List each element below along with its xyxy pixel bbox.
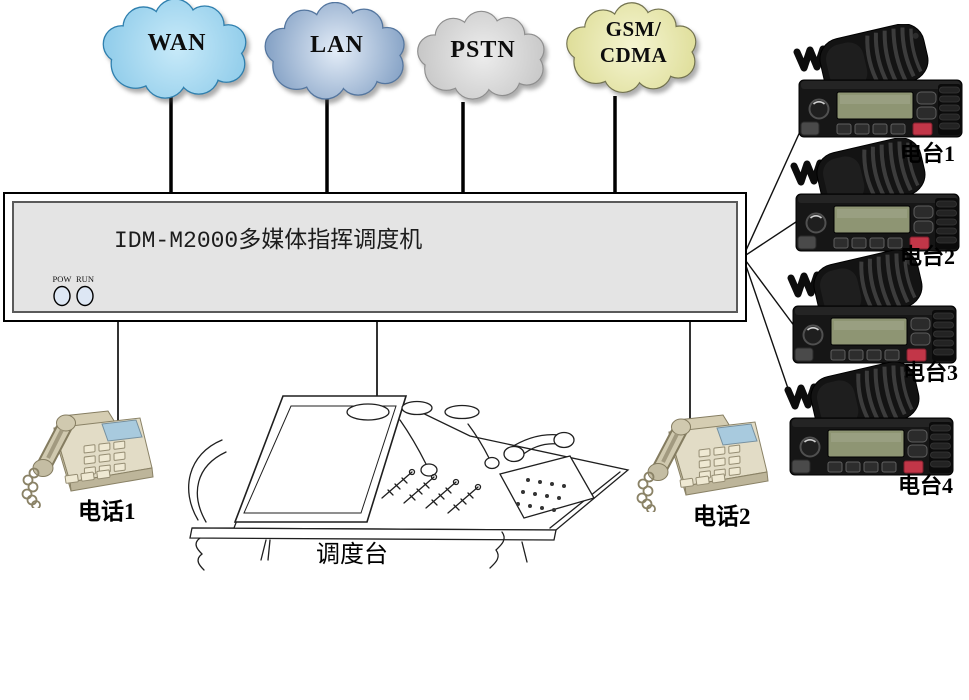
console-armrest-2 (196, 451, 227, 523)
console-armrest-1 (188, 439, 223, 521)
dispatch-unit-front-panel: IDM-M2000多媒体指挥调度机 POW RUN (12, 201, 738, 313)
pow-led (53, 285, 71, 307)
dispatch-console-sketch (188, 395, 630, 571)
console-cable-left (195, 537, 205, 571)
gsm-label-line1: GSM/ (605, 17, 662, 41)
radio-1-unit (797, 24, 962, 137)
pstn-label: PSTN (450, 37, 516, 63)
radio-3-label: 电台3 (903, 360, 959, 385)
console-mic-base-1 (420, 463, 438, 477)
gsm-label-line2: CDMA (599, 43, 668, 68)
radio-2-label: 电台2 (900, 244, 956, 269)
led-indicators: POW RUN (53, 274, 94, 307)
cloud-gsm-cdma: GSM/ CDMA (562, 0, 705, 105)
console-oval-3 (444, 404, 480, 420)
phone-2-label: 电话2 (693, 504, 751, 529)
console-leg-left (260, 539, 271, 561)
gsm-label: GSM/ CDMA (562, 16, 705, 69)
phone-1-label: 电话1 (78, 499, 136, 524)
wan-label: WAN (147, 30, 207, 56)
console-front-edge (189, 527, 557, 541)
console-mic-arm-2 (467, 423, 490, 459)
console-leg-right (521, 541, 528, 563)
cloud-lan: LAN (260, 2, 414, 110)
pow-led-label: POW (53, 274, 72, 284)
radio-1-image (793, 24, 968, 142)
radio-1-label: 电台1 (900, 141, 956, 166)
dispatch-unit: IDM-M2000多媒体指挥调度机 POW RUN (3, 192, 747, 322)
console-screen (233, 395, 408, 523)
run-led-label: RUN (76, 274, 94, 284)
run-led (76, 285, 94, 307)
wire-unit-to-radio2 (742, 215, 806, 258)
wire-unit-to-radio4 (742, 256, 794, 404)
wire-unit-to-radio3 (742, 256, 799, 332)
wire-unit-to-radio1 (742, 124, 804, 258)
radio-1 (793, 24, 968, 142)
lan-label: LAN (310, 32, 364, 58)
console-faders (381, 468, 482, 514)
console-oval-2 (401, 400, 433, 416)
console-keypad-dots (516, 478, 566, 512)
console-tray-oval (346, 403, 390, 421)
console-label: 调度台 (316, 542, 388, 568)
dispatch-unit-title: IDM-M2000多媒体指挥调度机 (114, 228, 423, 254)
console-mic-base-2 (484, 456, 500, 470)
console-handset-phone (499, 431, 595, 519)
console-cable-right (489, 531, 505, 569)
dispatch-console (170, 382, 640, 577)
cloud-pstn: PSTN (413, 10, 553, 110)
cloud-wan: WAN (98, 0, 256, 108)
console-mic-arm-1 (399, 419, 427, 465)
radio-4-label: 电台4 (898, 473, 954, 498)
